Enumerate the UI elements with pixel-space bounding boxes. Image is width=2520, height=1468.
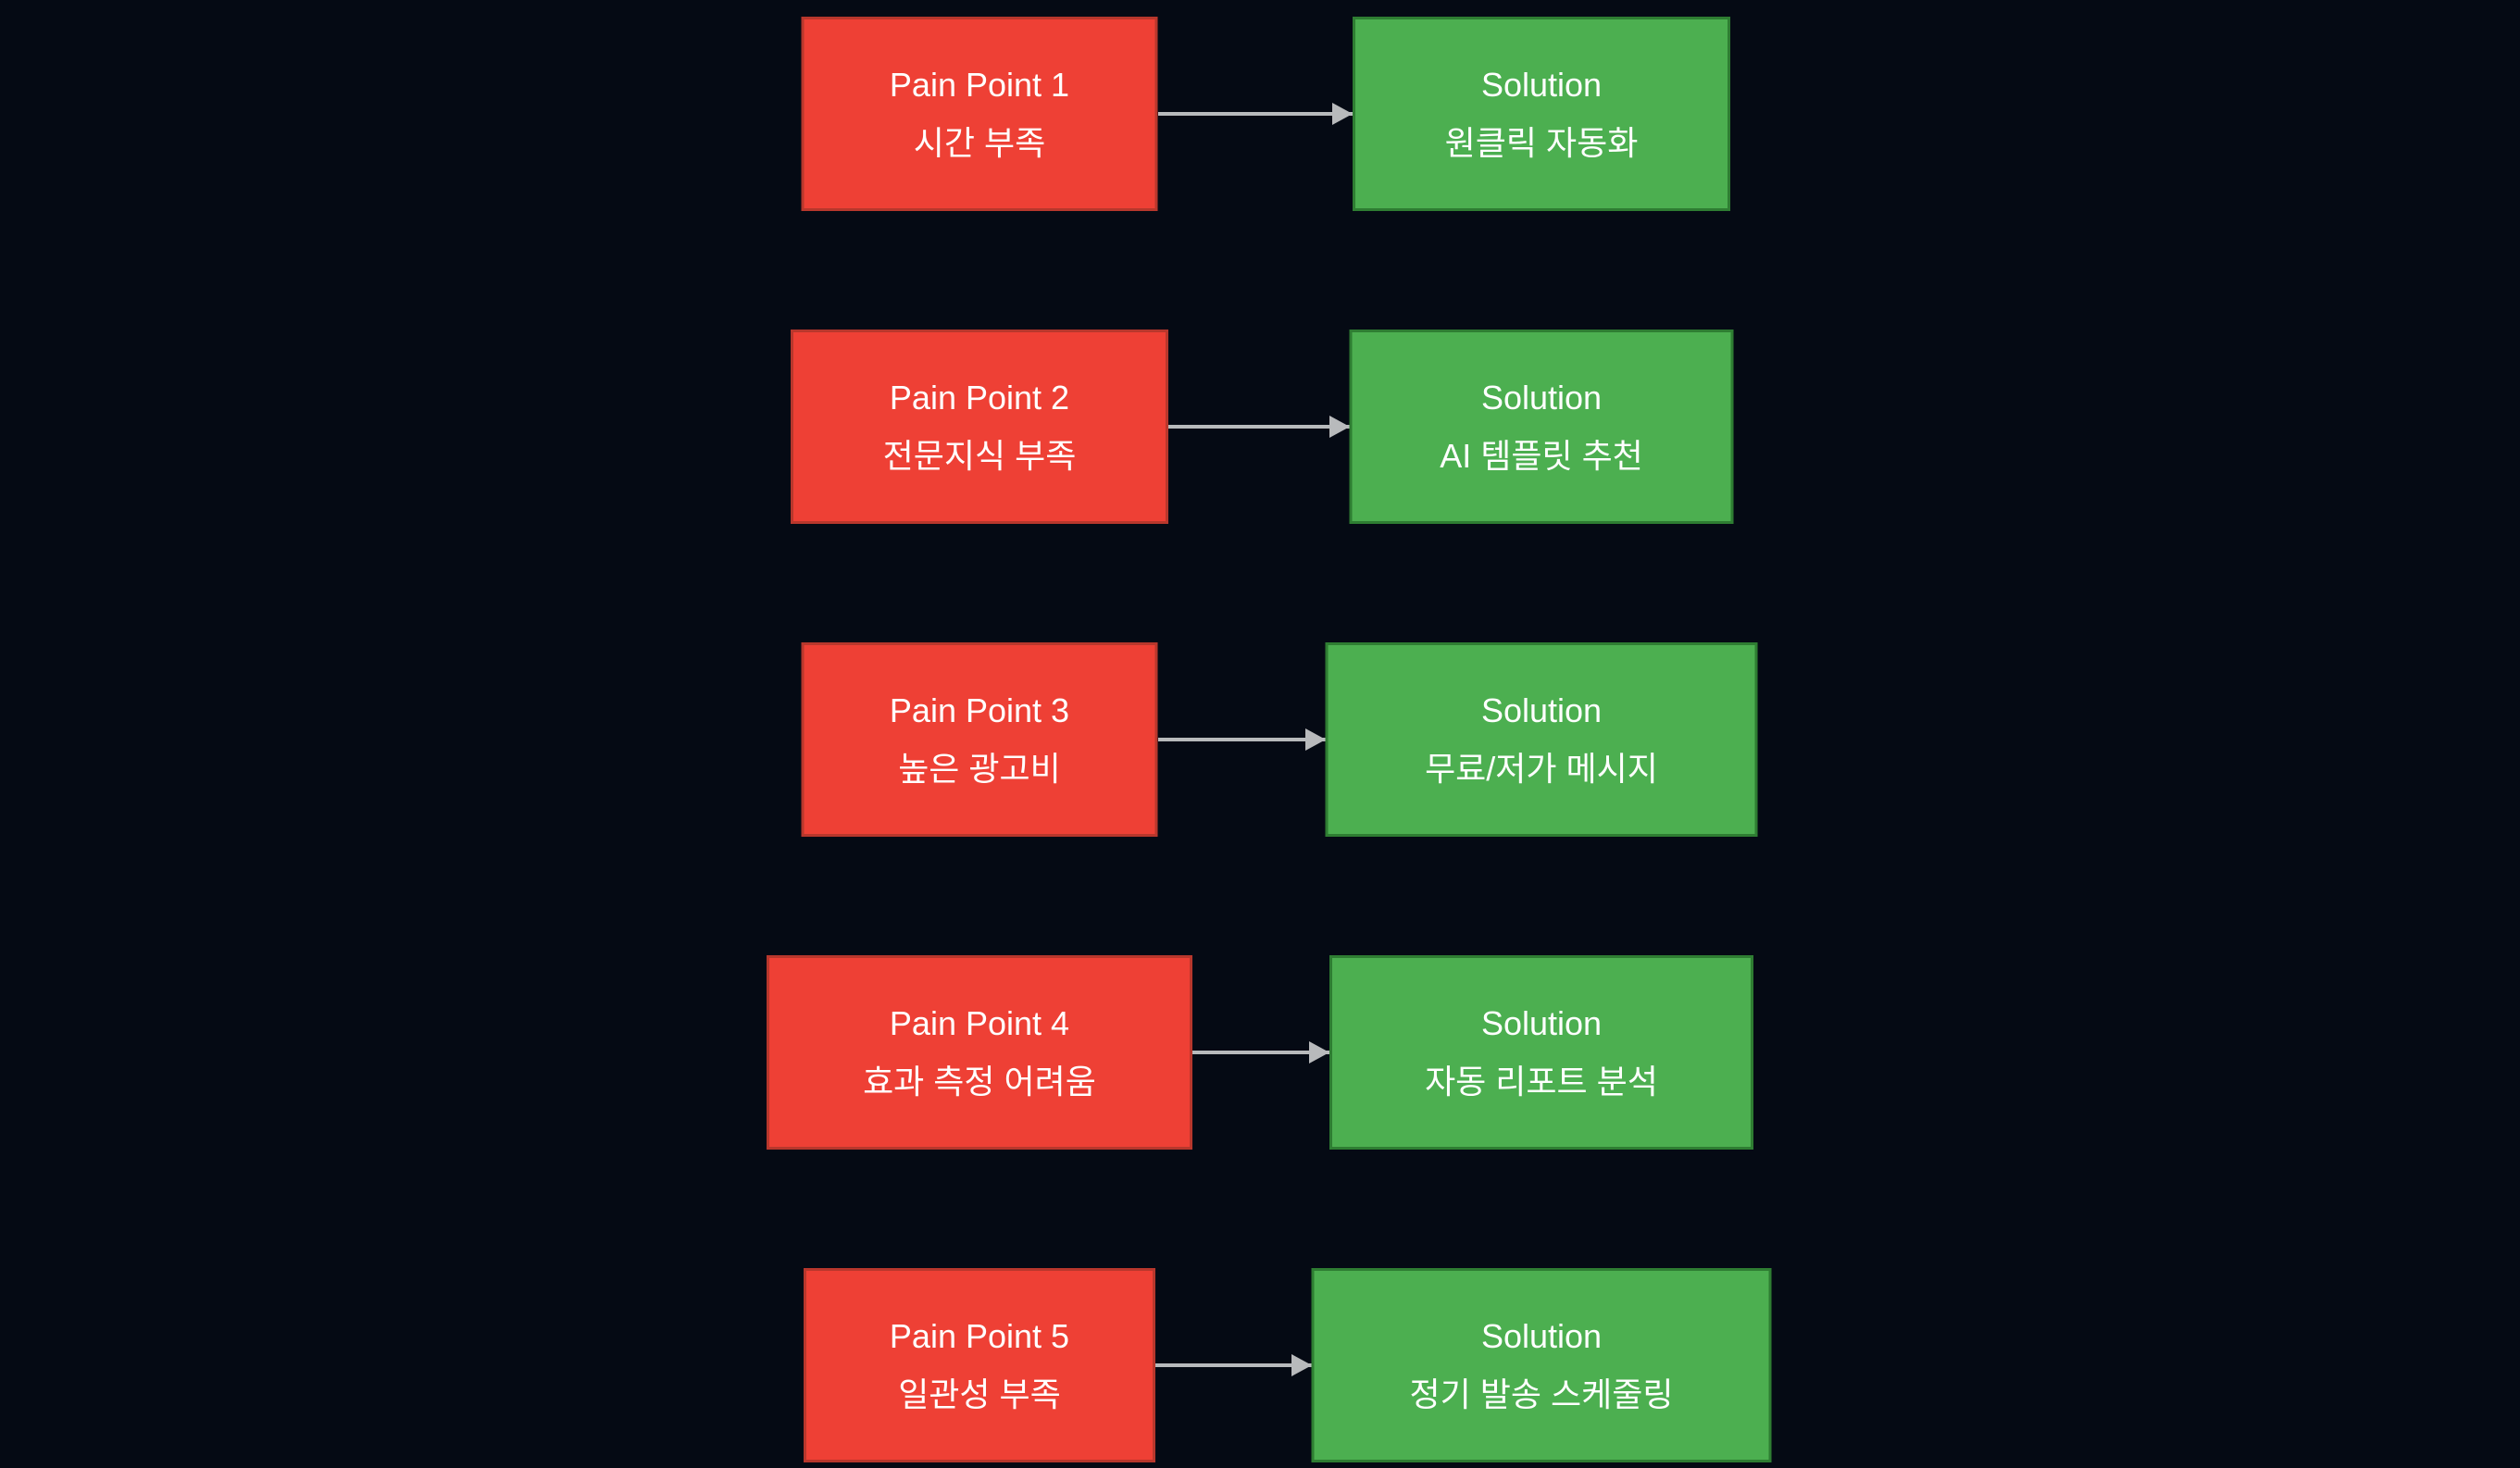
pain-point-title: Pain Point 5: [889, 1316, 1070, 1355]
solution-subtitle: AI 템플릿 추천: [1440, 437, 1643, 475]
pain-point-subtitle: 시간 부족: [913, 124, 1046, 162]
solution-title: Solution: [1480, 1316, 1603, 1355]
pain-point-title: Pain Point 3: [889, 690, 1070, 729]
arrow-connector-3: [1157, 728, 1326, 751]
solution-subtitle: 정기 발송 스케줄링: [1409, 1375, 1674, 1413]
arrow-connector-4: [1192, 1041, 1329, 1064]
arrow-head: [1304, 728, 1326, 751]
flow-row-1: Pain Point 1 시간 부족 Solution 원클릭 자동화: [0, 17, 2520, 211]
solution-subtitle: 자동 리포트 분석: [1425, 1063, 1658, 1101]
pain-point-1-node: Pain Point 1 시간 부족: [801, 17, 1158, 211]
solution-4-node: Solution 자동 리포트 분석: [1329, 955, 1753, 1150]
solution-title: Solution: [1480, 378, 1603, 417]
arrow-head: [1291, 1354, 1312, 1376]
pain-point-subtitle: 높은 광고비: [898, 750, 1061, 788]
pain-point-subtitle: 효과 측정 어려움: [863, 1063, 1096, 1101]
pain-point-subtitle: 일관성 부족: [898, 1375, 1061, 1413]
arrow-connector-5: [1155, 1354, 1312, 1376]
pain-point-title: Pain Point 1: [889, 65, 1070, 104]
solution-title: Solution: [1480, 1003, 1603, 1042]
solution-subtitle: 원클릭 자동화: [1444, 124, 1639, 162]
solution-subtitle: 무료/저가 메시지: [1425, 750, 1658, 788]
pain-point-title: Pain Point 2: [889, 378, 1070, 417]
arrow-head: [1329, 416, 1350, 438]
pain-point-2-node: Pain Point 2 전문지식 부족: [791, 330, 1168, 524]
arrow-head: [1309, 1041, 1329, 1064]
pain-point-subtitle: 전문지식 부족: [882, 437, 1077, 475]
solution-title: Solution: [1480, 690, 1603, 729]
pain-point-3-node: Pain Point 3 높은 광고비: [801, 642, 1158, 837]
flow-row-3: Pain Point 3 높은 광고비 Solution 무료/저가 메시지: [0, 642, 2520, 837]
solution-3-node: Solution 무료/저가 메시지: [1325, 642, 1758, 837]
flow-row-2: Pain Point 2 전문지식 부족 Solution AI 템플릿 추천: [0, 330, 2520, 524]
flow-row-5: Pain Point 5 일관성 부족 Solution 정기 발송 스케줄링: [0, 1268, 2520, 1462]
solution-title: Solution: [1480, 65, 1603, 104]
pain-point-title: Pain Point 4: [889, 1003, 1070, 1042]
flow-row-4: Pain Point 4 효과 측정 어려움 Solution 자동 리포트 분…: [0, 955, 2520, 1150]
pain-point-4-node: Pain Point 4 효과 측정 어려움: [767, 955, 1192, 1150]
solution-5-node: Solution 정기 발송 스케줄링: [1311, 1268, 1772, 1462]
solution-2-node: Solution AI 템플릿 추천: [1349, 330, 1734, 524]
arrow-connector-1: [1157, 103, 1353, 125]
arrow-head: [1332, 103, 1353, 125]
arrow-connector-2: [1168, 416, 1350, 438]
solution-1-node: Solution 원클릭 자동화: [1353, 17, 1730, 211]
pain-point-5-node: Pain Point 5 일관성 부족: [804, 1268, 1155, 1462]
